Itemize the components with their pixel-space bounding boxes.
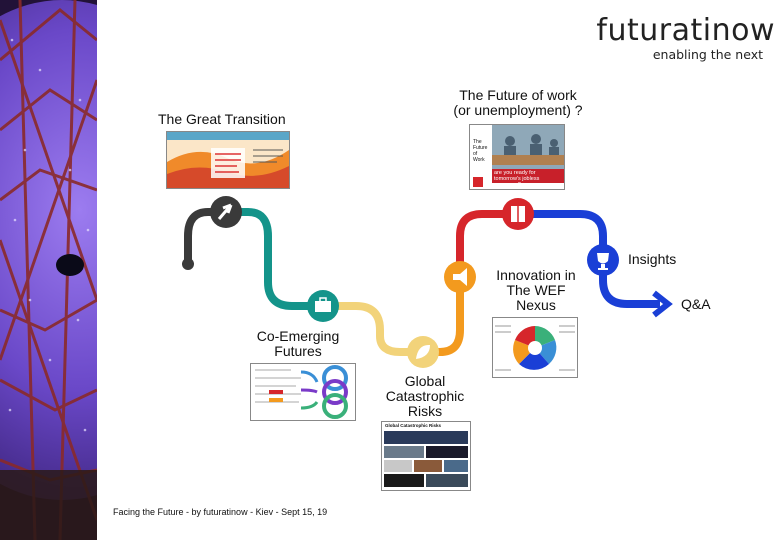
label-future-of-work: The Future of work (or unemployment) ? <box>453 87 583 118</box>
thumbnail-great-transition <box>166 131 290 189</box>
start-dot <box>182 258 194 270</box>
megaphone-icon <box>444 261 476 293</box>
leaf-icon <box>407 336 439 368</box>
label-co-emerging-futures: Co-Emerging Futures <box>256 328 340 359</box>
book-icon <box>502 198 534 230</box>
footer-caption: Facing the Future - by futuratinow - Kie… <box>113 507 328 517</box>
thumbnail-co-emerging-futures <box>250 363 356 421</box>
thumbnail-wef-nexus <box>492 317 578 378</box>
briefcase-icon <box>307 290 339 322</box>
thumb-gcr-title: Global Catastrophic Risks <box>385 423 442 428</box>
thumbnail-future-of-work: The Future of Work are you ready for tom… <box>469 124 565 190</box>
label-innovation-wef-nexus: Innovation in The WEF Nexus <box>496 267 576 313</box>
thumb-fow-banner: are you ready for tomorrow's jobless eco… <box>494 170 540 188</box>
logo-name: futuratinow <box>596 13 775 48</box>
telescope-photo <box>0 0 97 540</box>
rocket-icon <box>210 196 242 228</box>
futuratinow-logo: futuratinow enabling the next <box>585 14 775 62</box>
logo-tagline: enabling the next <box>652 47 763 62</box>
thumb-fow-title: The Future of Work <box>473 139 488 163</box>
label-qa: Q&A <box>681 296 711 312</box>
label-insights: Insights <box>628 251 677 267</box>
label-great-transition: The Great Transition <box>158 111 286 127</box>
thumbnail-global-risks: Global Catastrophic Risks <box>381 421 471 491</box>
arrow-head <box>652 290 673 318</box>
label-global-catastrophic-risks: Global Catastrophic Risks <box>385 373 465 419</box>
trophy-icon <box>587 244 619 276</box>
